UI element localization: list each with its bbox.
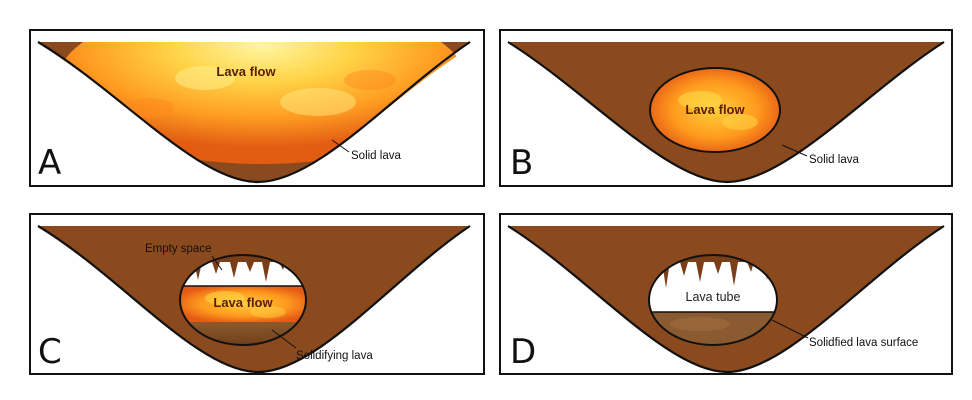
panel-c-letter: C: [38, 332, 62, 372]
panel-a-solid-label: Solid lava: [351, 150, 401, 162]
panel-b: Lava flow Solid lava B: [499, 29, 953, 187]
panel-c-solidifying-leader: [271, 329, 297, 349]
panel-a: Lava flow Solid lava A: [29, 29, 485, 187]
panel-d-surface-label: Solidfied lava surface: [809, 337, 918, 349]
panel-b-solid-label: Solid lava: [809, 154, 859, 166]
panel-d-surface-leader: [771, 319, 809, 339]
panel-d-stalactites: [650, 255, 776, 288]
panel-d-letter: D: [510, 332, 536, 372]
panel-c-lava-flow: [180, 286, 306, 322]
panel-c-empty-label: Empty space: [145, 243, 211, 255]
panel-b-lava-flow: [649, 67, 781, 153]
panel-a-frame: [29, 29, 485, 187]
panel-b-flow-label: Lava flow: [685, 102, 745, 117]
panel-c-solidifying-label: Solidifying lava: [296, 350, 373, 362]
panel-b-solid-leader: [781, 144, 808, 157]
panel-d-basin-outline: [507, 225, 945, 374]
panel-a-letter: A: [38, 143, 61, 183]
panel-b-letter: B: [510, 143, 533, 183]
panel-a-flow-label: Lava flow: [216, 64, 276, 79]
panel-a-basin-outline: [37, 41, 471, 184]
panel-c-frame: [29, 213, 485, 375]
panel-d: Lava tube Solidfied lava surface D: [499, 213, 953, 375]
panel-c-flow-label: Lava flow: [213, 295, 273, 310]
panel-d-frame: [499, 213, 953, 375]
panel-a-lava-flow: [57, 42, 467, 164]
panel-d-tube-label: Lava tube: [686, 290, 741, 304]
panel-c-tube-outline: [179, 254, 307, 346]
panel-c: Empty space Lava flow Solidifying lava C: [29, 213, 485, 375]
panel-c-basin-outline: [37, 225, 471, 374]
panel-b-frame: [499, 29, 953, 187]
panel-d-tube-outline: [648, 254, 778, 346]
panel-a-solid-leader: [331, 139, 350, 153]
panel-b-basin-outline: [507, 41, 945, 184]
panel-c-empty-leader: [211, 255, 223, 271]
